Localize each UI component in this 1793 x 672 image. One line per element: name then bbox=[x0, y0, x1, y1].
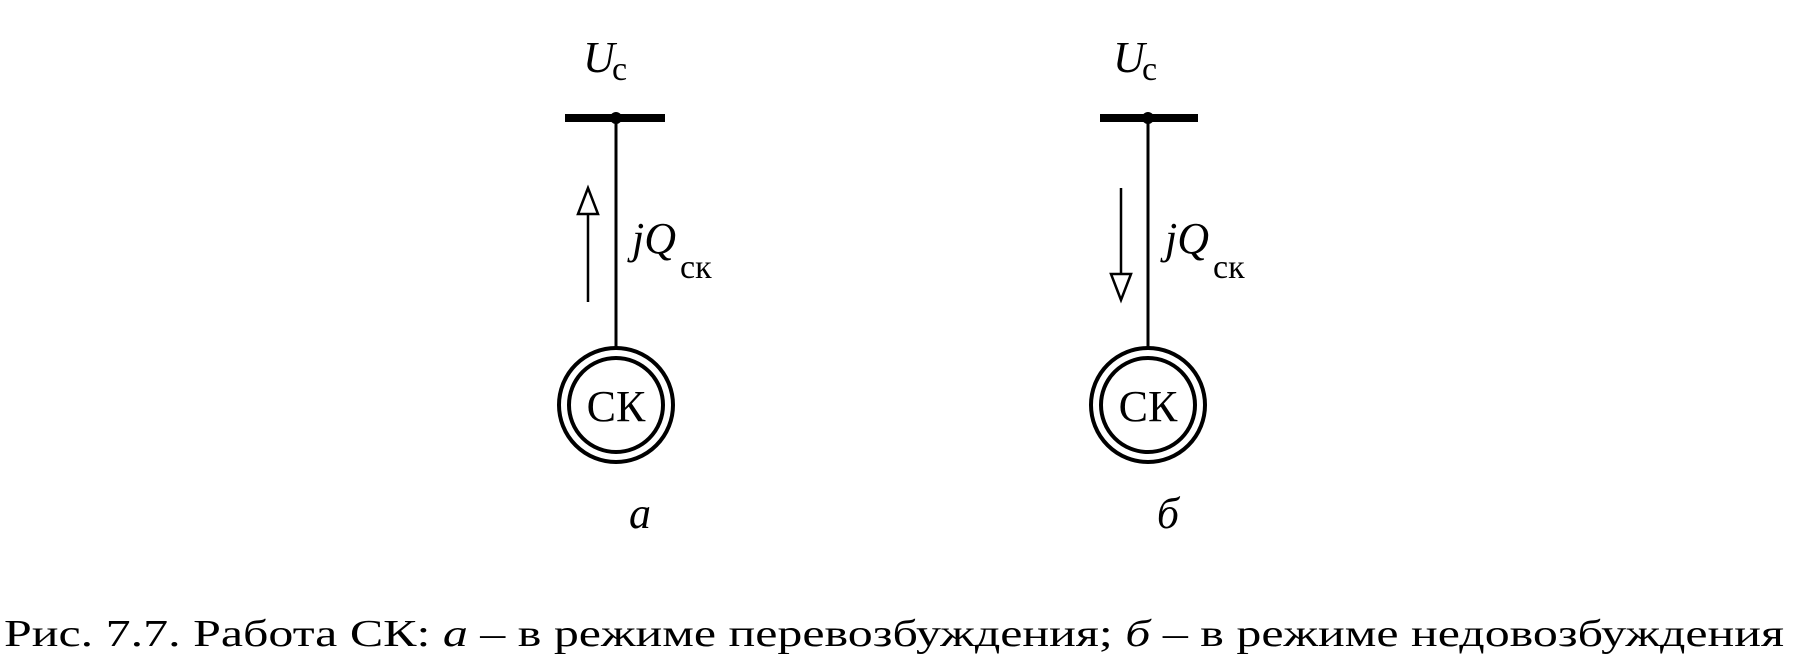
panel-b-letter: б bbox=[1157, 489, 1181, 538]
panel-b-bus-voltage-sub: с bbox=[1142, 51, 1157, 88]
panel-b: U с jQ ск СК б bbox=[1089, 33, 1245, 538]
panel-b-flow-sub: ск bbox=[1213, 249, 1245, 286]
caption-letter-a: а bbox=[443, 613, 468, 655]
panel-b-flow-prefix: jQ bbox=[1160, 214, 1209, 263]
panel-a-machine-label: СК bbox=[587, 382, 646, 431]
caption-text-b: – в режиме недовозбуждения bbox=[1150, 613, 1784, 655]
panel-a-letter: а bbox=[629, 489, 651, 538]
panel-a-machine-inner-ring bbox=[567, 356, 665, 454]
panel-a-bus-voltage-sub: с bbox=[612, 51, 627, 88]
panel-b-machine-outer-ring bbox=[1089, 346, 1207, 464]
panel-a-machine-outer-ring bbox=[557, 346, 675, 464]
caption-text-a: – в режиме перевозбуждения; bbox=[468, 613, 1125, 655]
panel-b-machine-label: СК bbox=[1119, 382, 1178, 431]
caption-prefix: Рис. 7.7. Работа СК: bbox=[4, 613, 443, 655]
figure-caption: Рис. 7.7. Работа СК: а – в режиме перево… bbox=[4, 613, 1784, 655]
panel-a-bus-voltage-main: U bbox=[583, 33, 618, 82]
panel-a: U с jQ ск СК а bbox=[557, 33, 712, 538]
panel-a-flow-arrow-up-icon bbox=[576, 184, 600, 216]
panel-a-flow-sub: ск bbox=[680, 249, 712, 286]
panel-b-bus-voltage-main: U bbox=[1113, 33, 1148, 82]
panel-b-flow-arrow-down-icon bbox=[1109, 272, 1133, 304]
panel-a-flow-prefix: jQ bbox=[627, 214, 676, 263]
panel-b-machine-inner-ring bbox=[1099, 356, 1197, 454]
caption-letter-b: б bbox=[1125, 613, 1153, 655]
